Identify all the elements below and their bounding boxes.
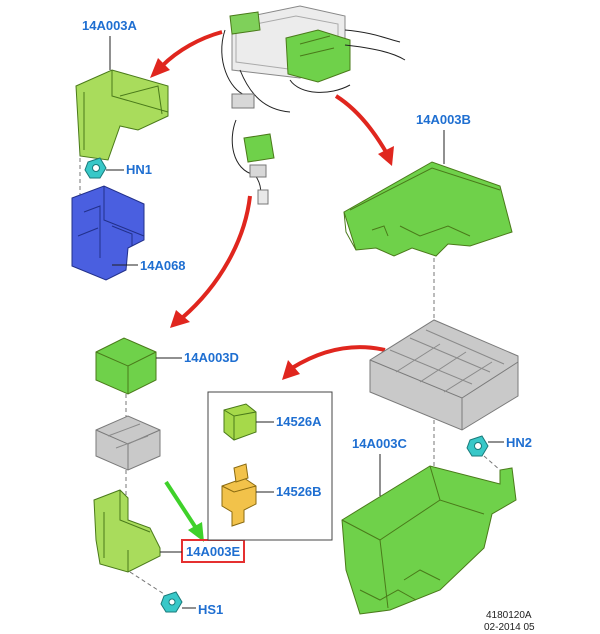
clip-HN2 [466, 435, 489, 457]
mini-fuse-block [95, 415, 161, 471]
tray-14A003C [341, 465, 517, 615]
label-14A003E: 14A003E [186, 544, 241, 559]
label-14A003A: 14A003A [82, 18, 138, 33]
footer-date-code: 02-2014 05 [484, 622, 535, 633]
cover-14A003B [343, 161, 513, 257]
label-14526B: 14526B [276, 484, 322, 499]
label-14526A: 14526A [276, 414, 322, 429]
label-14A003D: 14A003D [184, 350, 239, 365]
axis-left-4 [129, 571, 165, 595]
label-14A003C: 14A003C [352, 436, 408, 451]
axis-hn2 [483, 455, 501, 471]
cover-14A003D [95, 337, 157, 395]
fuse-14526A [223, 403, 257, 441]
harness-assembly [221, 5, 406, 205]
cover-14A003A [75, 69, 169, 161]
screw-HS1 [160, 591, 183, 613]
bracket-14A068 [71, 185, 145, 281]
clip-HN1 [84, 157, 107, 179]
label-HN2: HN2 [506, 435, 532, 450]
label-HS1: HS1 [198, 602, 223, 617]
green-arrow [164, 480, 204, 542]
label-14A068: 14A068 [140, 258, 186, 273]
red-arrowheads [150, 58, 394, 380]
bracket-14A003E [93, 489, 161, 573]
label-HN1: HN1 [126, 162, 152, 177]
fuse-box-body [369, 319, 519, 431]
footer-ref-number: 4180120A [486, 610, 532, 621]
red-arrows [160, 30, 388, 370]
fuse-14526B [221, 463, 257, 527]
label-14A003B: 14A003B [416, 112, 471, 127]
